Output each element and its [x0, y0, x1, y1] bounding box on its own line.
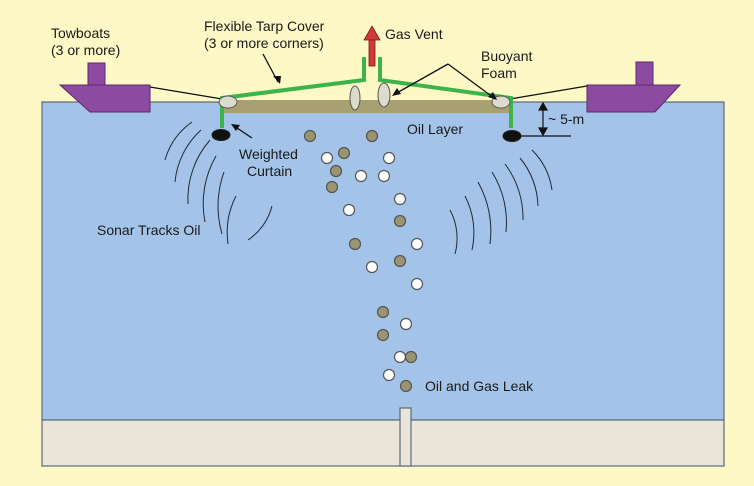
seabed [41, 419, 725, 467]
towboat-left [58, 62, 151, 113]
label-gas-vent: Gas Vent [385, 26, 443, 42]
label-depth: ~ 5-m [548, 111, 584, 127]
label-towboats-1: Towboats [51, 25, 110, 41]
label-weighted-2: Curtain [247, 163, 292, 179]
tow-line-right [509, 85, 588, 100]
label-weighted-1: Weighted [239, 146, 298, 162]
oil-bubble [404, 350, 418, 364]
oil-bubble [376, 305, 390, 319]
callout-arrowheads [231, 76, 497, 131]
leak-bubbles [303, 129, 424, 393]
gas-bubble [393, 350, 407, 364]
gas-bubble [382, 151, 396, 165]
label-buoyant-2: Foam [481, 65, 517, 81]
oil-layer [222, 100, 510, 113]
depth-indicator [537, 101, 549, 137]
gas-bubble [320, 151, 334, 165]
oil-bubble [337, 146, 351, 160]
oil-bubble [329, 164, 343, 178]
gas-bubble [365, 260, 379, 274]
gas-bubble [410, 277, 424, 291]
oil-bubble [303, 129, 317, 143]
oil-bubble [393, 254, 407, 268]
label-oil-layer: Oil Layer [407, 121, 463, 137]
buoyant-foam-center-right [377, 82, 391, 108]
gas-bubble [382, 368, 396, 382]
oil-bubble [325, 180, 339, 194]
weighted-curtain-left [211, 129, 231, 141]
gas-bubble [399, 317, 413, 331]
gas-bubble [393, 192, 407, 206]
gas-vent-arrow-icon [363, 25, 381, 67]
oil-bubble [376, 328, 390, 342]
label-towboats-2: (3 or more) [51, 42, 120, 58]
oil-bubble [365, 129, 379, 143]
oil-bubble [348, 237, 362, 251]
oil-bubble [399, 379, 413, 393]
label-tarp-1: Flexible Tarp Cover [204, 18, 325, 34]
oil-bubble [393, 214, 407, 228]
label-buoyant-1: Buoyant [481, 48, 532, 64]
buoyant-foam-center-left [349, 85, 361, 111]
gas-bubble [410, 237, 424, 251]
sonar-waves-left [164, 121, 273, 245]
label-tarp-2: (3 or more corners) [204, 35, 324, 51]
tarp-cover [220, 57, 513, 128]
label-leak: Oil and Gas Leak [425, 378, 534, 394]
label-sonar: Sonar Tracks Oil [97, 222, 200, 238]
tow-line-left [149, 86, 223, 100]
sonar-waves-right [449, 149, 553, 255]
gas-bubble [377, 169, 391, 183]
water-body [41, 101, 725, 421]
towboat-right [586, 61, 682, 113]
buoyant-foam-left [218, 95, 238, 109]
gas-bubble [354, 169, 368, 183]
gas-bubble [342, 203, 356, 217]
leak-pipe [399, 407, 412, 467]
